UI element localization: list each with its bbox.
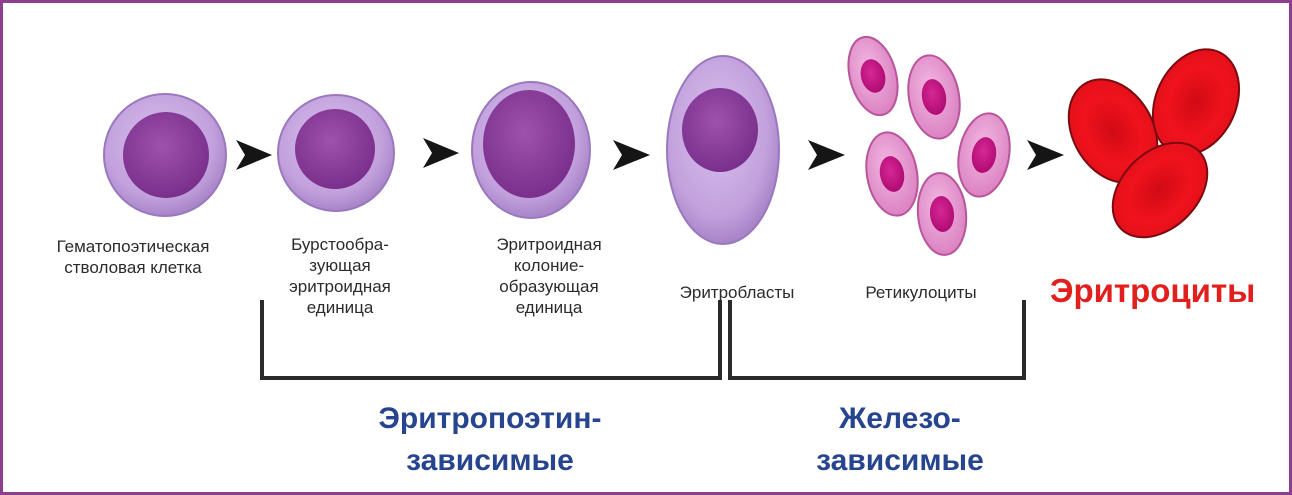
stage-label-erythroblasts: Эритробласты [662,282,812,303]
stage-label-cfu: Эритроидная колоние- образующая единица [474,234,624,318]
erythrocytes-icon [1051,35,1256,256]
arrow-icon [423,138,459,168]
group-label-iron-dependent: Железо- зависимые [780,398,1020,482]
iron-dependent-bracket [730,300,1024,378]
stage-label-hsc: Гематопоэтическая стволовая клетка [28,236,238,278]
group-label-epo-dependent: Эритропоэтин- зависимые [340,398,640,482]
arrow-icon [1027,140,1064,170]
stem-cell-icon [104,94,226,216]
stage-label-reticulocytes: Ретикулоциты [846,282,996,303]
arrow-icon [236,140,272,170]
stage-label-bfu: Бурстообра- зующая эритроидная единица [275,234,405,318]
reticulocytes-icon [840,31,1015,257]
erythroblast-icon [667,56,779,244]
arrow-icon [613,140,650,170]
bfu-cell-icon [278,95,394,211]
arrow-icon [808,140,845,170]
stage-label-erythrocytes: Эритроциты [1050,272,1255,310]
cfu-cell-icon [472,82,590,218]
